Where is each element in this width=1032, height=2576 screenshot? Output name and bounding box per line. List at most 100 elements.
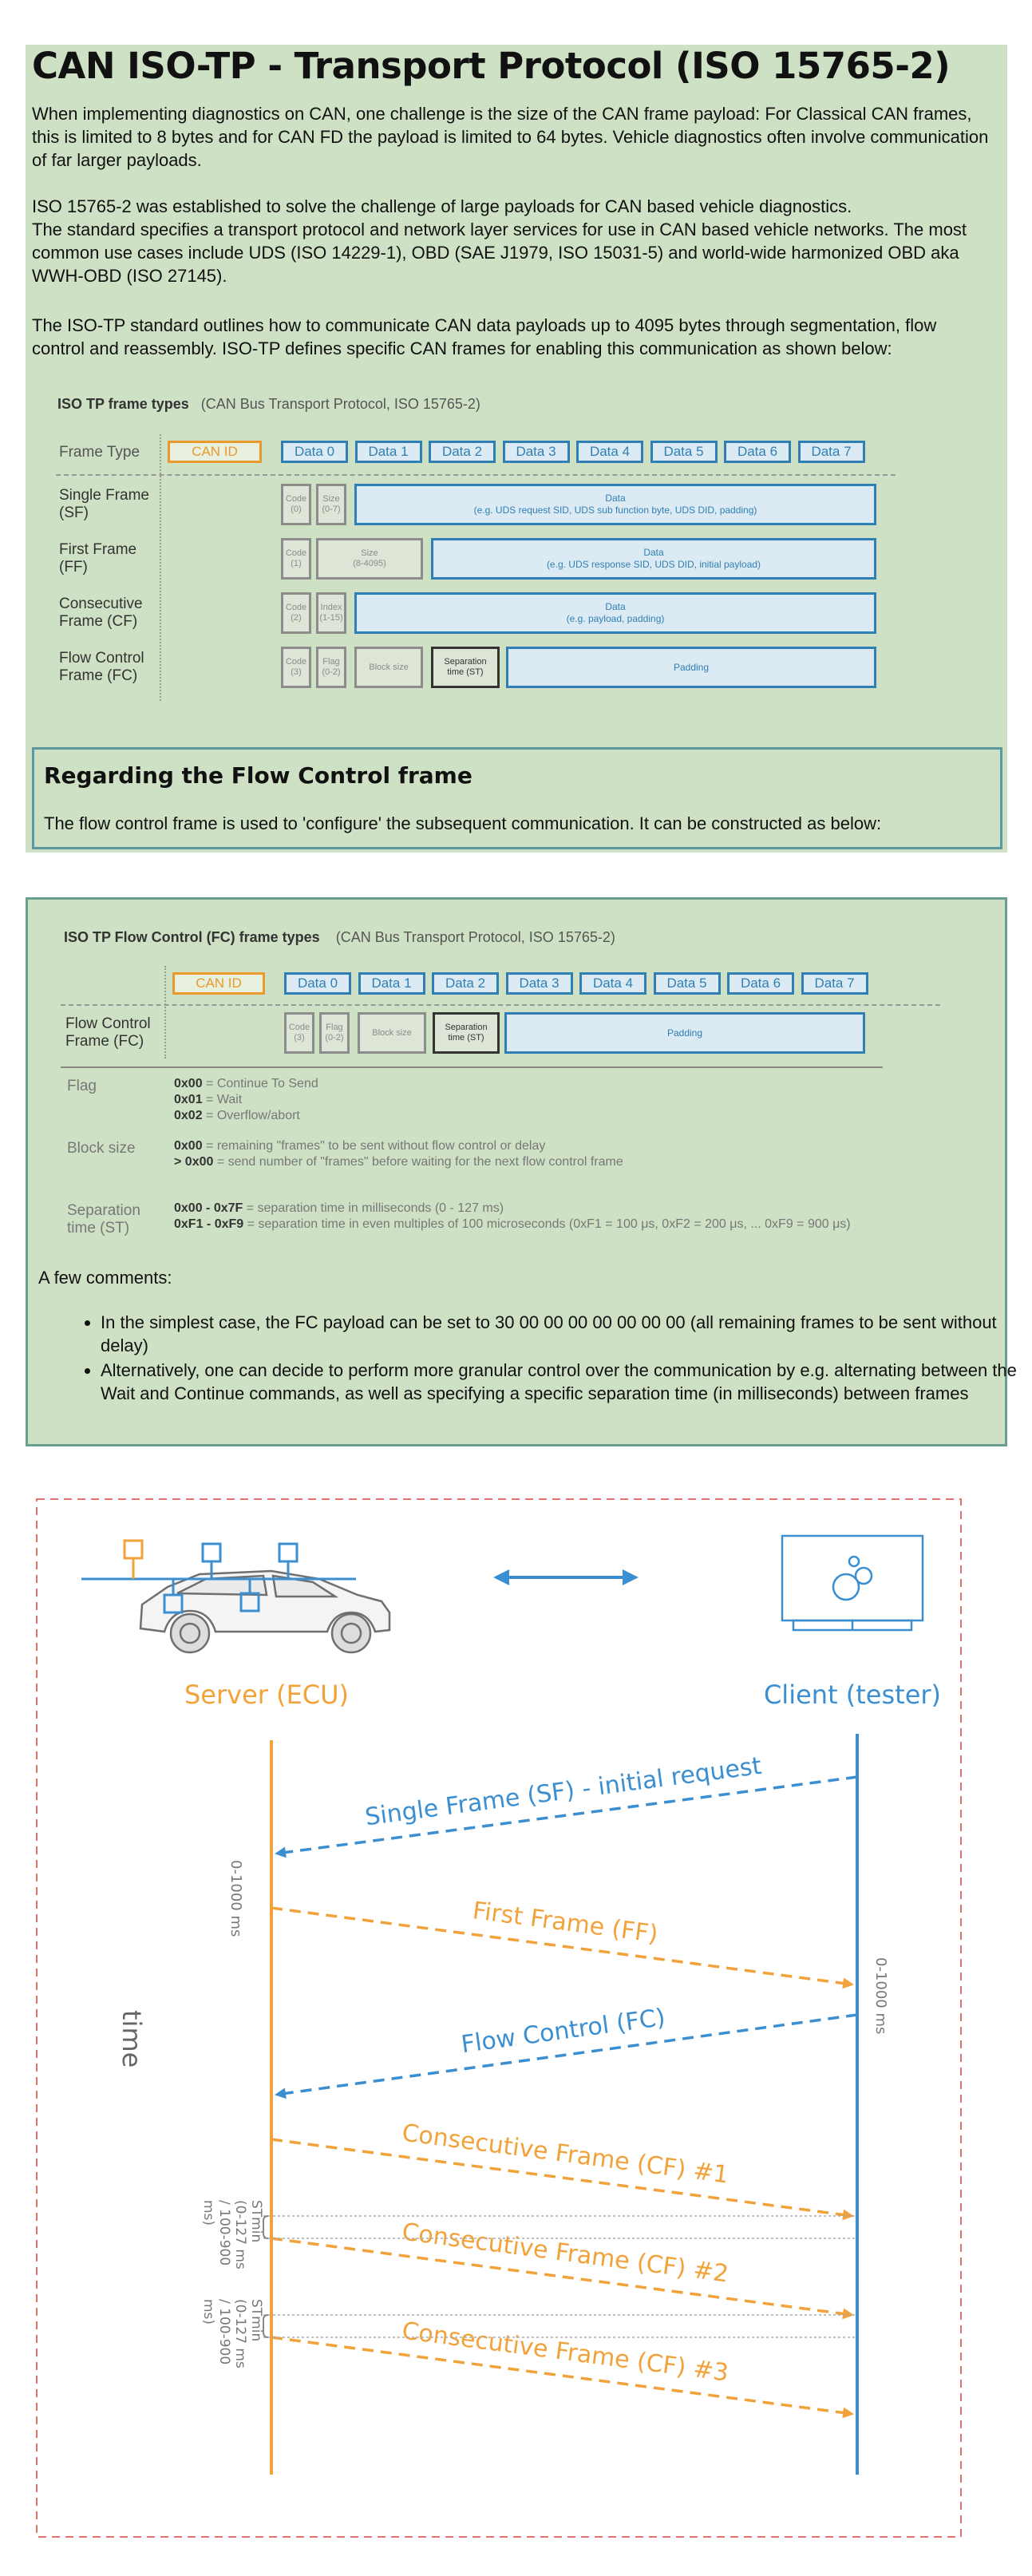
fc-types-title-bold: ISO TP Flow Control (FC) frame types (64, 929, 320, 945)
message-arrow-3 (271, 2138, 854, 2221)
row-label-sf: Single Frame (SF) (59, 487, 149, 521)
frame-types-title-rest: (CAN Bus Transport Protocol, ISO 15765-2… (200, 396, 480, 412)
stmin-markers: STmin(0-127 ms/ 100-900ms) STmin(0-127 ms… (200, 2200, 857, 2368)
sf-size: Size (0-7) (316, 484, 346, 525)
fc-row-label: Flow Control Frame (FC) (65, 1015, 151, 1050)
time-axis-label: time (117, 2010, 147, 2068)
fc-can-id-header: CAN ID (172, 972, 265, 995)
fc-types-title: ISO TP Flow Control (FC) frame types (CA… (64, 929, 615, 946)
diagram-border (36, 1498, 962, 2538)
comment-item: In the simplest case, the FC payload can… (101, 1311, 1032, 1357)
sf-code: Code (0) (281, 484, 311, 525)
fc-data-col-3: Data 3 (505, 972, 573, 995)
ff-size: Size (8-4095) (316, 538, 423, 580)
message-label-1: First Frame (FF) (471, 1897, 659, 1949)
separation-time-values: 0x00 - 0x7F = separation time in millise… (174, 1201, 851, 1233)
cf-data: Data (e.g. payload, padding) (354, 592, 876, 634)
flag-line-1: 0x01 = Wait (174, 1093, 243, 1106)
separation-time-label: Separation time (ST) (67, 1202, 140, 1237)
fc-data-col-0: Data 0 (284, 972, 351, 995)
message-arrow-1 (271, 1906, 854, 1989)
sep-line-0: 0x00 - 0x7F = separation time in millise… (174, 1201, 504, 1215)
flag-label: Flag (67, 1078, 97, 1094)
message-arrow-0 (275, 1775, 858, 1858)
fc-code: Code (3) (281, 647, 311, 688)
page-title: CAN ISO-TP - Transport Protocol (ISO 157… (32, 45, 951, 87)
frame-types-title: ISO TP frame types (CAN Bus Transport Pr… (57, 396, 480, 413)
frame-types-data-col-1: Data 1 (354, 441, 422, 463)
header-separator (56, 474, 896, 476)
cf-index: Index (1-15) (316, 592, 346, 634)
server-label: Server (ECU) (184, 1680, 349, 1710)
cf-code: Code (2) (281, 592, 311, 634)
message-arrow-4 (271, 2237, 854, 2320)
flag-line-0: 0x00 = Continue To Send (174, 1077, 318, 1090)
ff-data: Data (e.g. UDS response SID, UDS DID, in… (431, 538, 876, 580)
paragraph-2: ISO 15765-2 was established to solve the… (32, 196, 852, 216)
block-size-label: Block size (67, 1140, 136, 1157)
sep-line-1: 0xF1 - 0xF9 = separation time in even mu… (174, 1217, 851, 1231)
stmin-label-0: STmin(0-127 ms/ 100-900ms) (200, 2200, 264, 2269)
client-label: Client (tester) (764, 1680, 941, 1710)
paragraph-1: When implementing diagnostics on CAN, on… (32, 104, 989, 170)
comments-list: In the simplest case, the FC payload can… (38, 1311, 1032, 1407)
comment-item: Alternatively, one can decide to perform… (101, 1359, 1032, 1405)
iso-tp-sequence-diagram: Server (ECU) Client (tester) time 0-1000… (36, 1498, 962, 2538)
fc-flag: Flag (0-2) (316, 647, 346, 688)
flag-values: 0x00 = Continue To Send 0x01 = Wait 0x02… (174, 1076, 318, 1124)
flow-control-section: Regarding the Flow Control frame The flo… (32, 747, 1002, 849)
flow-control-text: The flow control frame is used to 'confi… (44, 813, 882, 833)
fc-canid-divider (164, 966, 166, 1058)
ecu-node-2 (278, 1542, 299, 1563)
frame-types-data-col-0: Data 0 (281, 441, 348, 463)
comments-heading: A few comments: (38, 1268, 172, 1288)
block-line-0: 0x00 = remaining "frames" to be sent wit… (174, 1139, 546, 1153)
stmin-bracket-1 (263, 2314, 269, 2338)
block-line-1: > 0x00 = send number of "frames" before … (174, 1155, 623, 1169)
fc-data-col-6: Data 6 (727, 972, 794, 995)
block-size-values: 0x00 = remaining "frames" to be sent wit… (174, 1138, 623, 1170)
frame-type-header-label: Frame Type (59, 444, 140, 461)
frame-types-data-col-4: Data 4 (576, 441, 643, 463)
canid-column-divider (160, 434, 161, 701)
fc-header-separator (61, 1004, 940, 1006)
ecu-node-orange (123, 1539, 144, 1560)
fc-row-underline (61, 1066, 883, 1068)
stmin-label-1: STmin(0-127 ms/ 100-900ms) (200, 2299, 264, 2368)
fc-separation-time: Separation time (ST) (431, 647, 500, 688)
fc-data-col-7: Data 7 (801, 972, 868, 995)
frame-types-data-col-3: Data 3 (502, 441, 570, 463)
fc2-block-size: Block size (358, 1012, 426, 1054)
fc-block-size: Block size (354, 647, 423, 688)
frame-types-data-col-5: Data 5 (650, 441, 718, 463)
message-label-0: Single Frame (SF) - initial request (363, 1752, 763, 1832)
can-id-header: CAN ID (168, 441, 262, 463)
frame-types-data-col-7: Data 7 (797, 441, 865, 463)
fc2-separation-time: Separation time (ST) (433, 1012, 500, 1054)
message-arrow-5 (271, 2336, 854, 2419)
row-label-fc: Flow Control Frame (FC) (59, 650, 144, 684)
fc-data-col-1: Data 1 (358, 972, 425, 995)
fc-types-title-rest: (CAN Bus Transport Protocol, ISO 15765-2… (335, 929, 615, 945)
sf-data: Data (e.g. UDS request SID, UDS sub func… (354, 484, 876, 525)
stmin-bracket-0 (263, 2215, 269, 2239)
timing-left: 0-1000 ms (227, 1860, 244, 1937)
fc-data-col-2: Data 2 (432, 972, 499, 995)
flag-line-2: 0x02 = Overflow/abort (174, 1109, 300, 1122)
frame-types-data-col-2: Data 2 (429, 441, 496, 463)
bidirectional-arrow-icon (493, 1569, 639, 1585)
message-arrow-2 (275, 2013, 858, 2099)
message-label-2: Flow Control (FC) (460, 2004, 667, 2059)
fc-data-col-5: Data 5 (653, 972, 721, 995)
row-label-ff: First Frame (FF) (59, 541, 137, 576)
ecu-node-1 (201, 1542, 222, 1563)
ff-code: Code (1) (281, 538, 311, 580)
fc-padding: Padding (506, 647, 876, 688)
tester-device-icon (781, 1534, 924, 1632)
fc2-flag: Flag (0-2) (319, 1012, 350, 1054)
frame-types-data-col-6: Data 6 (724, 441, 791, 463)
flow-control-heading: Regarding the Flow Control frame (44, 762, 473, 789)
fc-data-col-4: Data 4 (579, 972, 646, 995)
timing-right: 0-1000 ms (872, 1957, 889, 2034)
paragraph-3: The standard specifies a transport proto… (32, 220, 967, 286)
